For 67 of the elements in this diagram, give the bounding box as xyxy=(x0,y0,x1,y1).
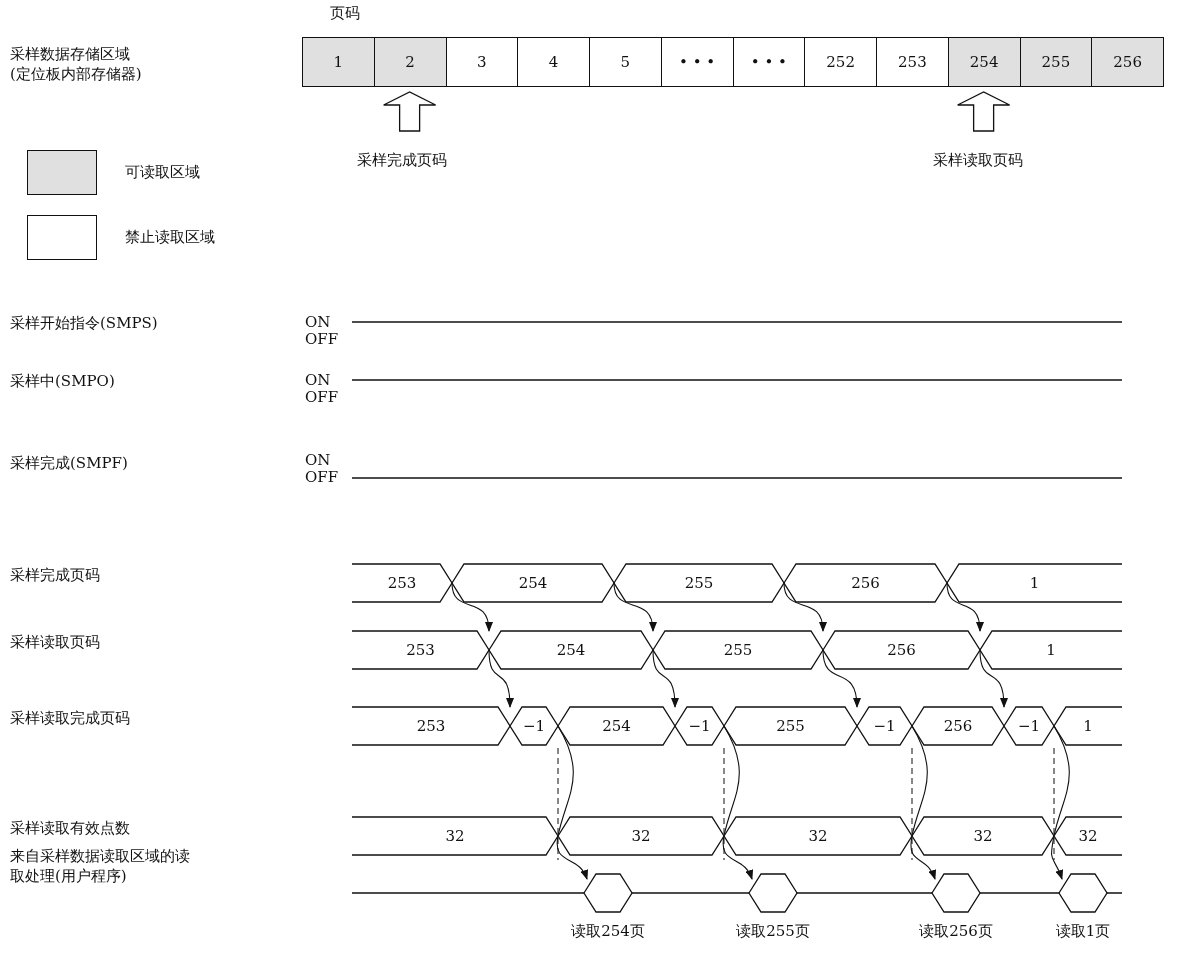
memory-page-cell: 256 xyxy=(1091,37,1164,87)
read-process-caption: 读取256页 xyxy=(919,922,993,940)
memory-page-cell: 2 xyxy=(373,37,447,87)
memory-page-cell: 253 xyxy=(876,37,949,87)
row-label: 采样开始指令(SMPS) xyxy=(10,314,158,332)
curved-arrow xyxy=(822,649,861,708)
row-label: 采样完成页码 xyxy=(10,566,100,584)
signal-state-label: OFF xyxy=(305,468,339,486)
bus-value: 255 xyxy=(775,717,806,735)
pointer-label: 采样读取页码 xyxy=(933,151,1023,169)
curved-arrow xyxy=(979,649,1008,708)
signal-state-label: 页码 xyxy=(330,4,360,22)
signal-state-label: ON xyxy=(305,313,331,331)
bus-value: 32 xyxy=(807,827,829,845)
row-label: 来自采样数据读取区域的读取处理(用户程序) xyxy=(10,846,191,886)
bus-value: 253 xyxy=(415,717,447,735)
bus-value: 254 xyxy=(601,717,632,735)
read-process-caption: 读取255页 xyxy=(736,922,810,940)
memory-page-cell: 4 xyxy=(517,37,590,87)
read-process-caption: 读取254页 xyxy=(571,922,645,940)
memory-page-cell: 1 xyxy=(302,37,375,87)
memory-page-cell: 252 xyxy=(804,37,877,87)
signal-state-label: OFF xyxy=(305,388,339,406)
pointer-label: 采样完成页码 xyxy=(357,151,447,169)
bus-value: 254 xyxy=(517,574,549,592)
memory-page-cell: 3 xyxy=(445,37,519,87)
curved-arrow xyxy=(488,649,514,708)
memory-page-cell: • • • xyxy=(660,37,734,87)
bus-value: 32 xyxy=(1077,827,1099,845)
bus-value: 256 xyxy=(942,717,974,735)
bus-value: 255 xyxy=(722,641,754,659)
curved-arrow xyxy=(946,582,984,632)
signal-state-label: ON xyxy=(305,371,331,389)
row-label: 采样读取完成页码 xyxy=(10,709,130,727)
memory-page-cell: • • • xyxy=(732,37,806,87)
bus-value: −1 xyxy=(872,717,897,735)
legend-label: 禁止读取区域 xyxy=(125,228,215,246)
legend-label: 可读取区域 xyxy=(125,163,200,181)
bus-value: 254 xyxy=(555,641,587,659)
row-label: 采样中(SMPO) xyxy=(10,372,115,390)
memory-page-cell: 254 xyxy=(947,37,1021,87)
bus-value: 1 xyxy=(1082,717,1094,735)
signal-state-label: OFF xyxy=(305,330,339,348)
bus-value: 32 xyxy=(444,827,466,845)
read-process-caption: 读取1页 xyxy=(1055,922,1111,940)
bus-value: 253 xyxy=(405,641,436,659)
memory-page-cell: 255 xyxy=(1019,37,1093,87)
bus-value: 256 xyxy=(850,574,881,592)
row-label: 采样数据存储区域(定位板内部存储器) xyxy=(10,44,143,84)
memory-page-cell: 5 xyxy=(589,37,662,87)
bus-value: 1 xyxy=(1045,641,1057,659)
row-label: 采样读取有效点数 xyxy=(10,819,130,837)
block-arrow xyxy=(956,91,1011,132)
bus-value: −1 xyxy=(1016,717,1042,735)
bus-value: −1 xyxy=(521,717,547,735)
bus-value: 256 xyxy=(886,641,917,659)
row-label: 采样完成(SMPF) xyxy=(10,454,128,472)
bus-value: 253 xyxy=(386,574,418,592)
bus-value: 255 xyxy=(683,574,715,592)
bus-value: −1 xyxy=(687,717,712,735)
signal-state-label: ON xyxy=(305,451,331,469)
block-arrow xyxy=(382,91,437,132)
bus-value: 32 xyxy=(630,827,652,845)
curved-arrow xyxy=(652,649,679,708)
row-label: 采样读取页码 xyxy=(10,633,100,651)
bus-value: 32 xyxy=(972,827,994,845)
bus-value: 1 xyxy=(1028,574,1041,592)
